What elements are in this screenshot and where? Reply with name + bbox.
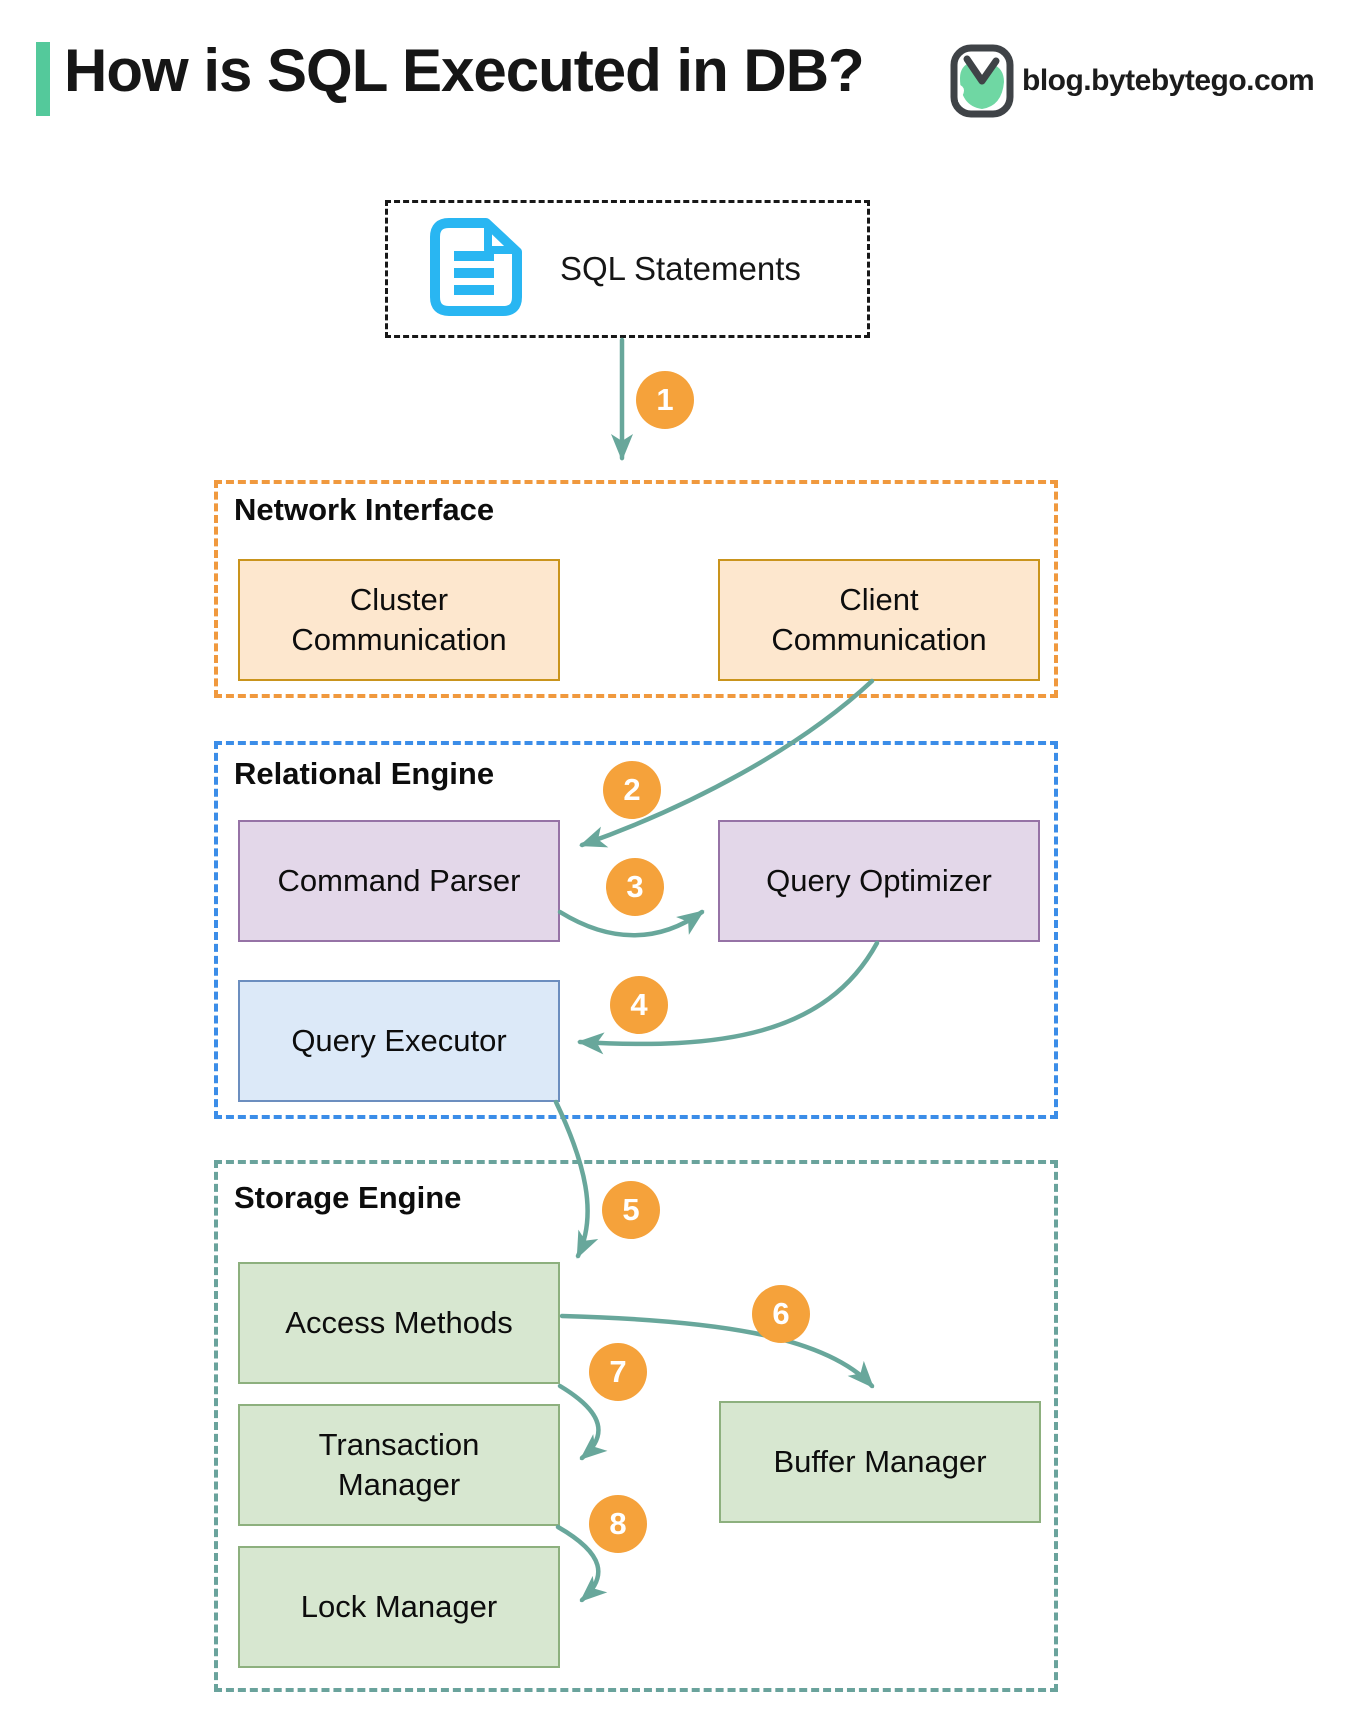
title-accent-bar: [36, 42, 50, 116]
step-badge-5: 5: [602, 1181, 660, 1239]
brand-url: blog.bytebytego.com: [1022, 64, 1315, 97]
node-buffer-manager: Buffer Manager: [719, 1401, 1041, 1523]
node-transaction-manager: Transaction Manager: [238, 1404, 560, 1526]
section-storage-engine: [214, 1160, 1058, 1692]
sql-statements-label: SQL Statements: [560, 250, 801, 287]
bytebytego-logo-icon: [950, 44, 1014, 118]
node-access-methods: Access Methods: [238, 1262, 560, 1384]
step-badge-8: 8: [589, 1495, 647, 1553]
step-badge-3: 3: [606, 858, 664, 916]
step-badge-6: 6: [752, 1285, 810, 1343]
section-network-interface-label: Network Interface: [234, 492, 495, 527]
section-relational-engine-label: Relational Engine: [234, 756, 495, 791]
node-query-optimizer: Query Optimizer: [718, 820, 1040, 942]
node-lock-manager: Lock Manager: [238, 1546, 560, 1668]
step-badge-1: 1: [636, 371, 694, 429]
document-icon: [430, 217, 522, 321]
brand: blog.bytebytego.com: [950, 44, 1315, 118]
section-storage-engine-label: Storage Engine: [234, 1180, 462, 1215]
page-title: How is SQL Executed in DB?: [64, 37, 865, 104]
node-query-executor: Query Executor: [238, 980, 560, 1102]
node-command-parser: Command Parser: [238, 820, 560, 942]
step-badge-4: 4: [610, 976, 668, 1034]
step-badge-2: 2: [603, 761, 661, 819]
step-badge-7: 7: [589, 1343, 647, 1401]
sql-statements-node: SQL Statements: [385, 200, 870, 338]
node-client-communication: Client Communication: [718, 559, 1040, 681]
node-cluster-communication: Cluster Communication: [238, 559, 560, 681]
